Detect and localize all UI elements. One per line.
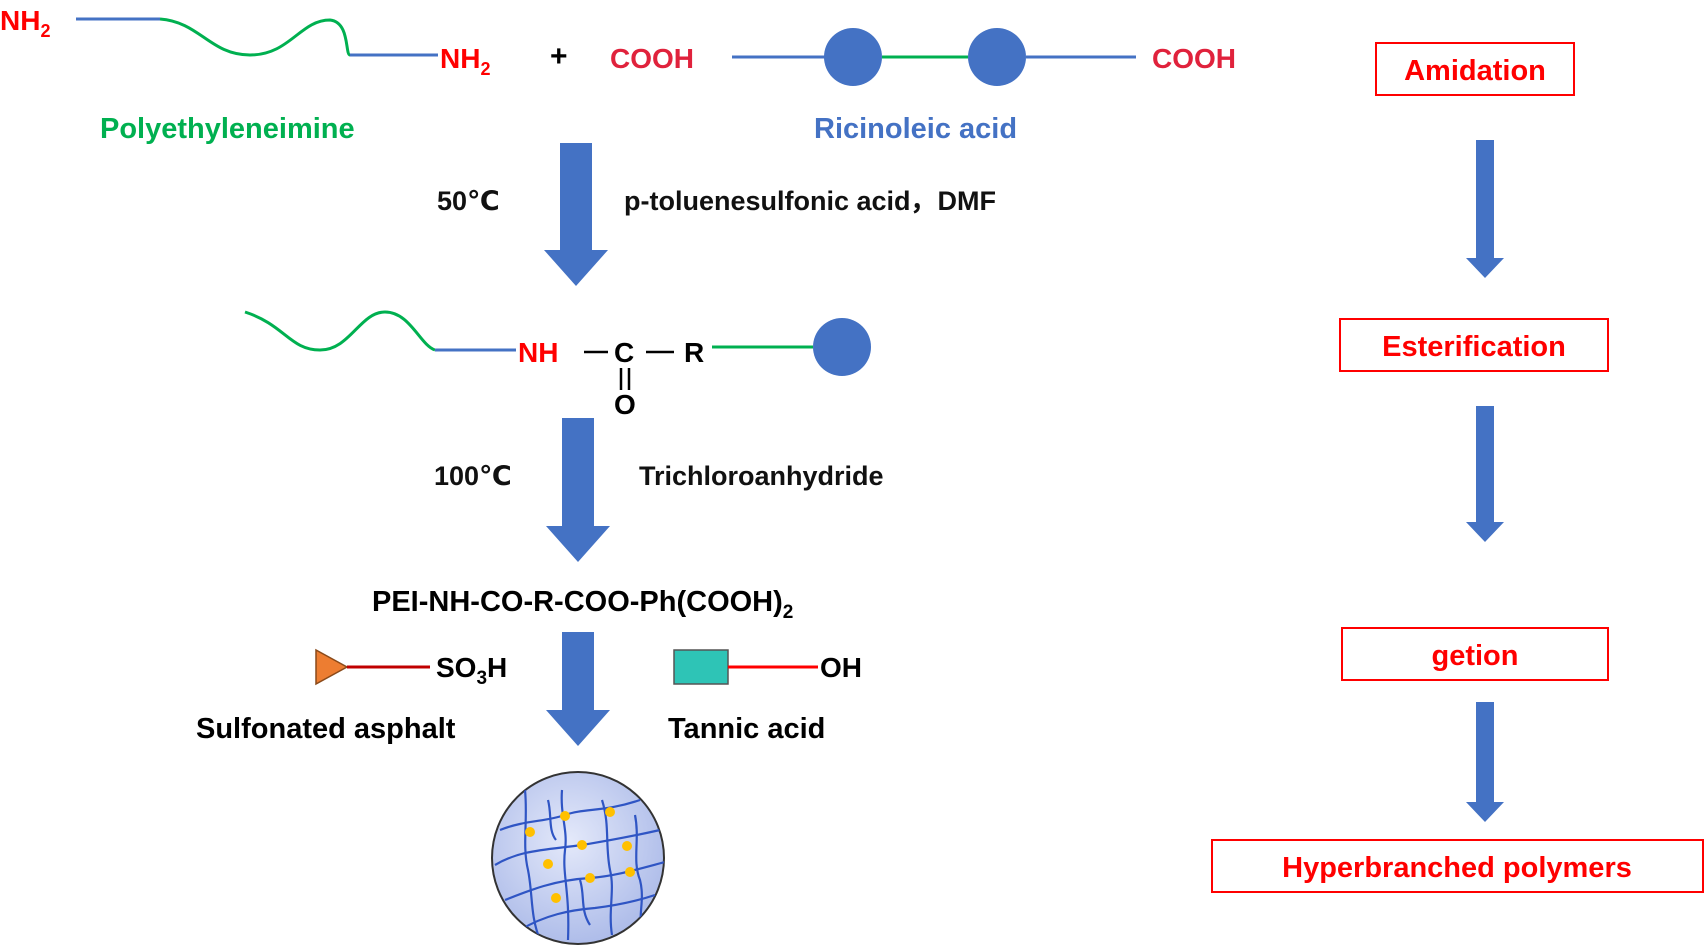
process-step-getion: getion xyxy=(1341,627,1609,681)
tannic-name: Tannic acid xyxy=(668,713,825,745)
process-step-hyperbranched-polymers: Hyperbranched polymers xyxy=(1211,839,1704,893)
process-arrow-2 xyxy=(1466,406,1504,542)
svg-text:Esterification: Esterification xyxy=(1382,331,1566,363)
cooh-left-label: COOH xyxy=(610,43,694,74)
step1-temperature: 50℃ xyxy=(437,186,500,216)
svg-text:Hyperbranched polymers: Hyperbranched polymers xyxy=(1282,852,1632,884)
sphere-body xyxy=(491,771,665,945)
intermediate-o: O xyxy=(614,389,636,420)
step2-arrow xyxy=(546,418,610,562)
asphalt-triangle-icon xyxy=(315,648,349,686)
oh-label: OH xyxy=(820,652,862,683)
step1-arrow xyxy=(544,143,608,286)
intermediate-wavy-chain xyxy=(244,310,436,352)
intermediate-r: R xyxy=(684,337,704,368)
amide-intermediate: NH C R O xyxy=(244,310,871,420)
pei-wavy-chain xyxy=(159,17,352,57)
plus-sign: + xyxy=(550,40,568,73)
crosslink-points xyxy=(525,807,635,903)
acid-bead-2 xyxy=(968,28,1026,86)
tannic-acid-additive: OH Tannic acid xyxy=(668,649,862,745)
step3-arrow xyxy=(546,632,610,746)
intermediate-nh: NH xyxy=(518,337,558,368)
process-arrow-3 xyxy=(1466,702,1504,822)
product-formula: PEI-NH-CO-R-COO-Ph(COOH)2 xyxy=(372,586,793,623)
sulfonated-asphalt-additive: SO3H Sulfonated asphalt xyxy=(196,648,507,745)
svg-text:Amidation: Amidation xyxy=(1404,55,1546,87)
step2-temperature: 100℃ xyxy=(434,461,512,491)
acid-name: Ricinoleic acid xyxy=(814,113,1017,145)
ricinoleic-acid-reactant: COOH COOH Ricinoleic acid xyxy=(610,28,1236,145)
polymer-network-sphere xyxy=(491,771,665,945)
process-arrow-1 xyxy=(1466,140,1504,278)
intermediate-c: C xyxy=(614,337,634,368)
step2-reagent: Trichloroanhydride xyxy=(639,461,884,491)
so3h-label: SO3H xyxy=(436,652,507,689)
step1-reagents: p-toluenesulfonic acid，DMF xyxy=(624,186,996,216)
nh2-right-label: NH2 xyxy=(440,43,490,79)
tannic-square-icon xyxy=(673,649,729,685)
process-flow: Amidation Esterification getion Hyperbra… xyxy=(1211,42,1704,893)
cooh-right-label: COOH xyxy=(1152,43,1236,74)
process-step-esterification: Esterification xyxy=(1339,318,1609,372)
asphalt-name: Sulfonated asphalt xyxy=(196,713,456,745)
acid-bead-1 xyxy=(824,28,882,86)
intermediate-bead xyxy=(813,318,871,376)
svg-text:getion: getion xyxy=(1432,640,1519,672)
pei-reactant: NH2 NH2 Polyethyleneimine xyxy=(0,5,490,145)
process-step-amidation: Amidation xyxy=(1375,42,1575,96)
pei-name: Polyethyleneimine xyxy=(100,113,355,145)
nh2-left-label: NH2 xyxy=(0,5,50,41)
